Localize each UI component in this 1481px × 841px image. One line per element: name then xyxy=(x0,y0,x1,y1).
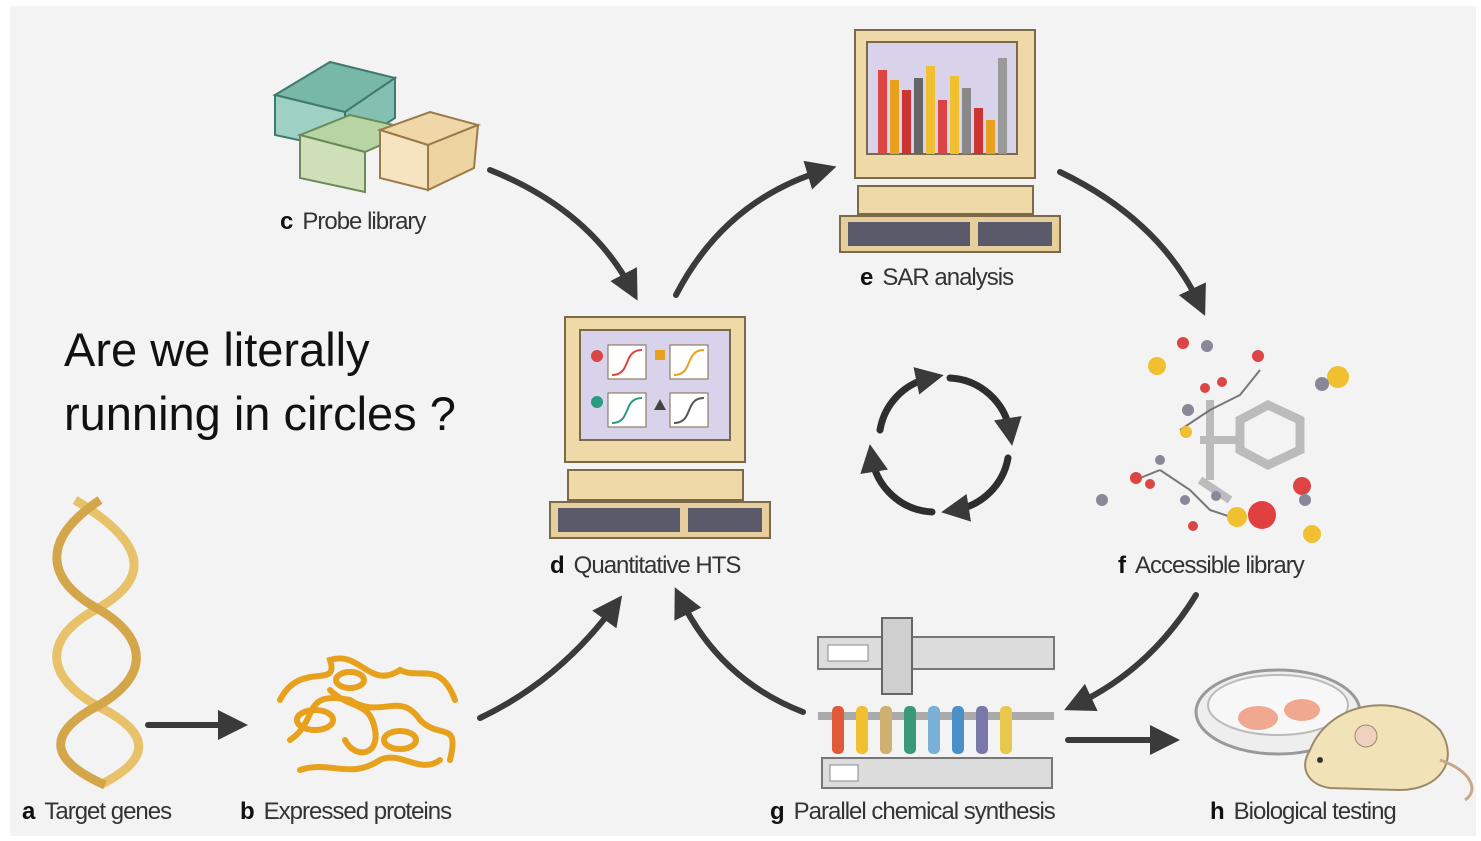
label-expressed-proteins: b Expressed proteins xyxy=(240,798,452,826)
flow-arrows xyxy=(145,160,1206,755)
label-probe-library: c Probe library xyxy=(280,208,426,236)
arrow-g-to-d xyxy=(674,587,806,715)
step-label-d: Quantitative HTS xyxy=(573,552,742,579)
biological-testing-icon xyxy=(1194,668,1474,802)
label-biological-testing: h Biological testing xyxy=(1210,798,1397,826)
step-letter-g: g xyxy=(770,798,785,825)
hts-computer-icon xyxy=(549,316,771,539)
step-letter-f: f xyxy=(1118,552,1126,579)
label-quantitative-hts: d Quantitative HTS xyxy=(550,552,742,580)
step-letter-c: c xyxy=(280,208,293,235)
step-letter-b: b xyxy=(240,798,255,825)
step-label-c: Probe library xyxy=(302,208,426,235)
question-line-1: Are we literally xyxy=(64,323,370,376)
arrow-e-to-f xyxy=(1057,169,1206,316)
step-letter-h: h xyxy=(1210,798,1225,825)
arrow-f-to-g xyxy=(1064,592,1199,711)
question-text: Are we literally running in circles ? xyxy=(64,318,456,446)
label-accessible-library: f Accessible library xyxy=(1118,552,1305,580)
label-sar-analysis: e SAR analysis xyxy=(860,264,1014,292)
arrow-c-to-d xyxy=(487,167,638,301)
step-label-e: SAR analysis xyxy=(882,264,1014,291)
step-letter-e: e xyxy=(860,264,873,291)
question-line-2: running in circles ? xyxy=(64,387,456,440)
label-parallel-synthesis: g Parallel chemical synthesis xyxy=(770,798,1056,826)
step-label-b: Expressed proteins xyxy=(263,798,452,825)
accessible-library-icon xyxy=(1096,337,1349,543)
arrow-b-to-d xyxy=(477,595,623,721)
protein-icon xyxy=(277,655,458,773)
dna-helix-icon xyxy=(52,496,144,790)
step-label-a: Target genes xyxy=(44,798,172,825)
arrow-d-to-e xyxy=(673,160,837,298)
step-label-h: Biological testing xyxy=(1233,798,1397,825)
cycle-icon xyxy=(860,367,1022,522)
sar-computer-icon xyxy=(839,29,1061,253)
step-label-g: Parallel chemical synthesis xyxy=(793,798,1056,825)
label-target-genes: a Target genes xyxy=(22,798,172,826)
probe-library-icon xyxy=(272,60,482,194)
step-letter-d: d xyxy=(550,552,565,579)
synthesis-machine-icon xyxy=(817,617,1055,789)
step-label-f: Accessible library xyxy=(1135,552,1305,579)
step-letter-a: a xyxy=(22,798,35,825)
sar-bars xyxy=(878,58,1007,154)
